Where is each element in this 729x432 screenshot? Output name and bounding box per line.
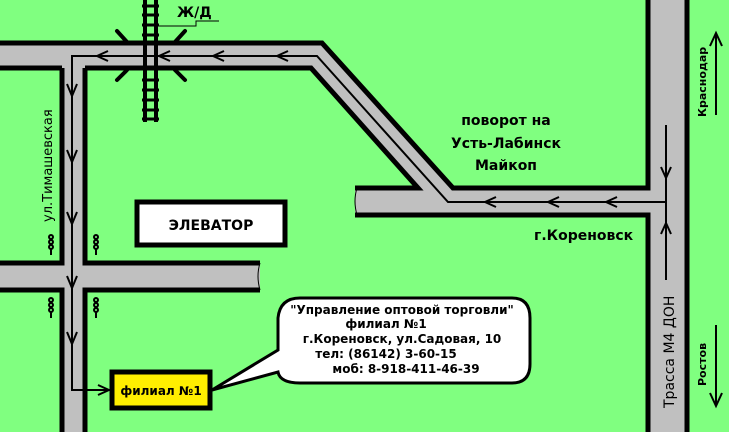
callout-company: "Управление оптовой торговли" bbox=[290, 303, 514, 317]
callout-phone: тел: (86142) 3-60-15 bbox=[315, 347, 456, 361]
arrow-up-icon bbox=[709, 30, 723, 115]
direction-arrows bbox=[66, 50, 672, 396]
callout-mobile: моб: 8-918-411-46-39 bbox=[332, 362, 479, 376]
elevator-building: ЭЛЕВАТОР bbox=[134, 199, 288, 248]
address-callout: "Управление оптовой торговли" филиал №1 … bbox=[211, 296, 532, 392]
railway-crossing: Ж/Д bbox=[115, 0, 219, 122]
highway-label: Трасса М4 ДОН bbox=[662, 296, 678, 409]
callout-address: г.Кореновск, ул.Садовая, 10 bbox=[303, 332, 502, 346]
road-timashevskaya bbox=[62, 43, 85, 432]
callout-branch: филиал №1 bbox=[345, 317, 426, 331]
town-label: г.Кореновск bbox=[534, 228, 634, 244]
street-label-timashevskaya: ул.Тимашевская bbox=[41, 109, 56, 222]
direction-rostov: Ростов bbox=[696, 343, 709, 386]
road-highway-m4 bbox=[648, 0, 687, 432]
turn-label-1: поворот на bbox=[461, 113, 551, 129]
route-line bbox=[66, 50, 672, 396]
traffic-lights bbox=[48, 234, 99, 318]
branch-label: филиал №1 bbox=[120, 384, 201, 398]
road-middle bbox=[0, 263, 260, 290]
traffic-light-icon bbox=[93, 234, 99, 255]
turn-label-2: Усть-Лабинск bbox=[451, 136, 562, 152]
turn-label-3: Майкоп bbox=[475, 158, 537, 174]
direction-krasnodar: Краснодар bbox=[696, 47, 709, 117]
traffic-light-icon bbox=[93, 297, 99, 318]
arrow-down-icon bbox=[709, 325, 723, 409]
traffic-light-icon bbox=[48, 297, 54, 318]
traffic-light-icon bbox=[48, 234, 54, 255]
road-top bbox=[0, 43, 455, 188]
road-edges bbox=[0, 0, 690, 432]
branch-marker[interactable]: филиал №1 bbox=[109, 369, 213, 411]
railway-label: Ж/Д bbox=[177, 5, 212, 21]
elevator-label: ЭЛЕВАТОР bbox=[169, 218, 254, 234]
